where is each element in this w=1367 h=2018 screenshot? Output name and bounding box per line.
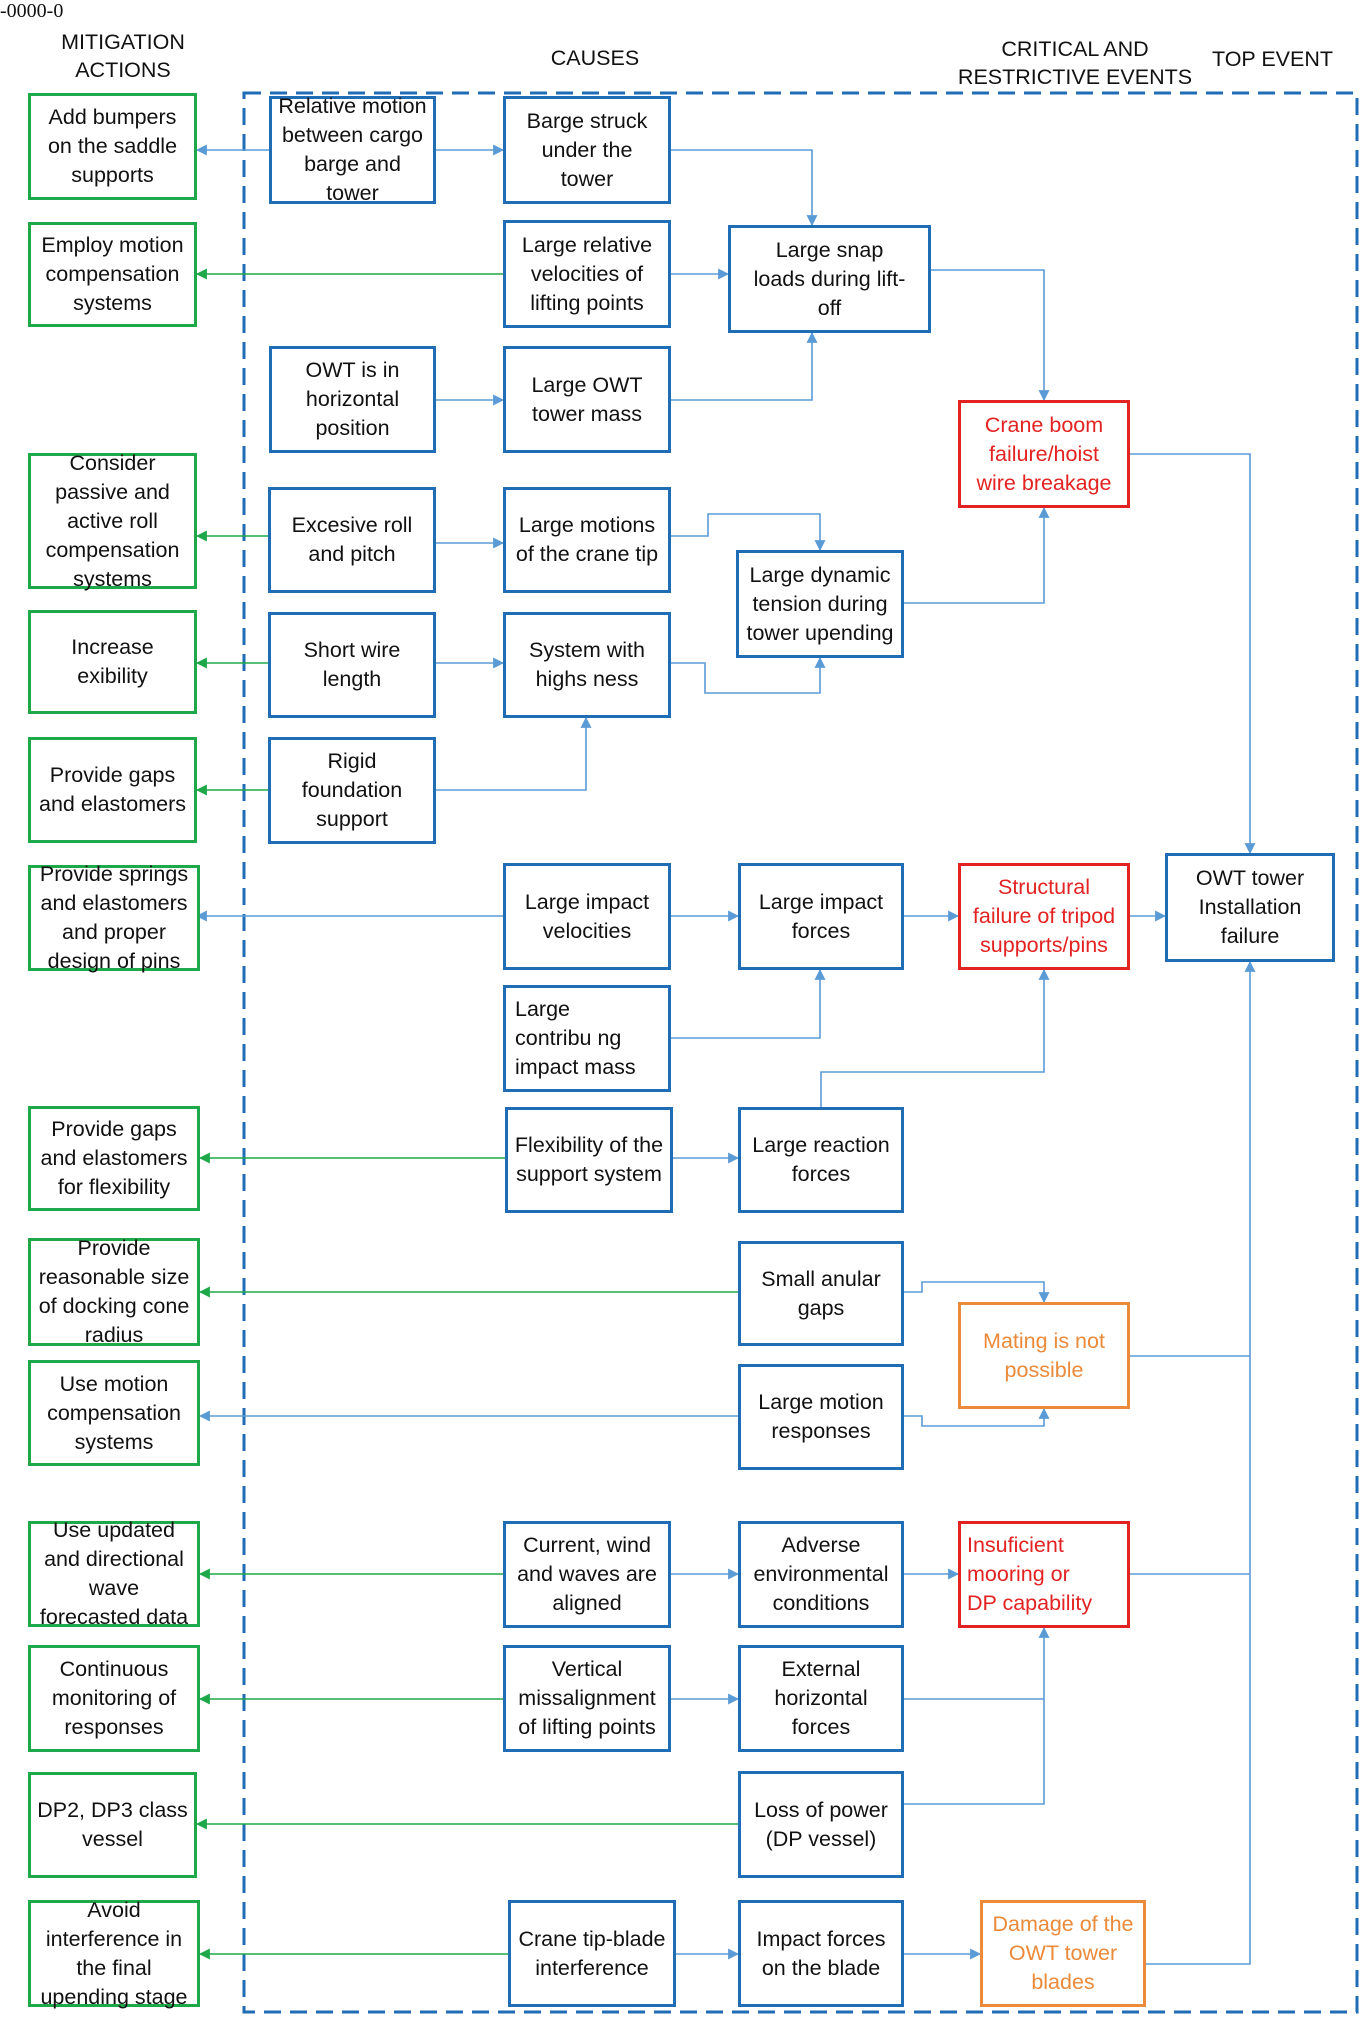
cause-loss-of-power: Loss of power (DP vessel) (738, 1771, 904, 1878)
cause-support-flexibility: Flexibility of the support system (505, 1107, 673, 1213)
cause-horizontal-position: OWT is in horizontal position (269, 346, 436, 453)
cause-impact-velocities: Large impact velocities (503, 863, 671, 970)
mitigation-monitoring: Continuous monitoring of responses (28, 1645, 200, 1752)
cause-vertical-misalignment: Vertical missalignment of lifting points (503, 1645, 671, 1752)
cause-relative-velocities: Large relative velocities of lifting poi… (503, 220, 671, 328)
link-c19-e3 (904, 1407, 1050, 1427)
cause-impact-mass: Large contribu ng impact mass (503, 985, 671, 1092)
mitigation-motion-compensation: Employ motion compensation systems (28, 222, 197, 327)
link-e1-top (1130, 453, 1256, 855)
link-e5-top (1146, 960, 1256, 1965)
event-insufficient-mooring: Insuficient mooring or DP capability (958, 1521, 1130, 1628)
link-c8-c9 (671, 513, 826, 552)
cause-crane-tip-motion: Large motions of the crane tip (503, 487, 671, 593)
link-c2-c4 (671, 149, 818, 227)
cause-high-stiffness: System with highs ness (503, 612, 671, 718)
link-c4-e1 (931, 269, 1050, 402)
link-c11-c9 (671, 656, 826, 694)
link-c12-c11 (436, 716, 592, 791)
cause-short-wire: Short wire length (268, 612, 436, 718)
system-boundary-frame (242, 91, 1359, 2014)
link-c24-e4 (904, 1699, 1045, 1805)
cause-small-gaps: Small anular gaps (738, 1241, 904, 1346)
cause-rigid-foundation: Rigid foundation support (268, 737, 436, 844)
cause-horizontal-forces: External horizontal forces (738, 1645, 904, 1752)
link-c6-c4 (671, 331, 818, 401)
cause-crane-blade-interference: Crane tip-blade interference (508, 1900, 676, 2007)
cause-impact-forces: Large impact forces (738, 863, 904, 970)
mitigation-motion-compensation-2: Use motion compensation systems (28, 1360, 200, 1466)
link-c23-e4 (904, 1626, 1050, 1700)
event-tripod-structural-failure: Structural failure of tripod supports/pi… (958, 863, 1130, 970)
cause-tower-mass: Large OWT tower mass (503, 346, 671, 453)
link-c15-c14 (671, 968, 826, 1039)
mitigation-docking-cone: Provide reasonable size of docking cone … (28, 1236, 200, 1347)
cause-adverse-conditions: Adverse environmental conditions (738, 1521, 904, 1628)
mitigation-gaps-flexibility: Provide gaps and elastomers for flexibil… (28, 1106, 200, 1211)
header-mitigation-actions: MITIGATION ACTIONS (61, 30, 185, 82)
mitigation-springs-pins: Provide springs and elastomers and prope… (28, 862, 200, 973)
cause-blade-impact-forces: Impact forces on the blade (738, 1900, 904, 2007)
mitigation-avoid-interference: Avoid interference in the final upending… (28, 1898, 200, 2009)
mitigation-dp-class-vessel: DP2, DP3 class vessel (28, 1772, 197, 1878)
mitigation-gaps-elastomers: Provide gaps and elastomers (28, 737, 197, 843)
mitigation-increase-flexibility: Increase exibility (28, 610, 197, 714)
cause-roll-pitch: Excesive roll and pitch (268, 487, 436, 593)
mitigation-roll-compensation: Consider passive and active roll compens… (28, 451, 197, 591)
cropped-corner-text: -0000-0 (0, 0, 64, 22)
cause-barge-struck: Barge struck under the tower (503, 96, 671, 204)
cause-dynamic-tension: Large dynamic tension during tower upend… (736, 550, 904, 658)
cause-snap-loads: Large snap loads during lift- off (728, 225, 931, 333)
header-causes: CAUSES (550, 46, 640, 70)
event-mating-not-possible: Mating is not possible (958, 1302, 1130, 1409)
cause-reaction-forces: Large reaction forces (738, 1107, 904, 1213)
event-crane-boom-failure: Crane boom failure/hoist wire breakage (958, 400, 1130, 508)
top-event-installation-failure: OWT tower Installation failure (1165, 853, 1335, 962)
header-critical-restrictive-events: CRITICAL AND RESTRICTIVE EVENTS (957, 37, 1193, 89)
event-blade-damage: Damage of the OWT tower blades (980, 1900, 1146, 2007)
link-c17-e2 (820, 968, 1050, 1107)
cause-aligned-environment: Current, wind and waves are aligned (503, 1521, 671, 1628)
link-c18-e3 (904, 1281, 1050, 1304)
header-top-event: TOP EVENT (1211, 47, 1334, 71)
cause-relative-motion: Relative motion between cargo barge and … (269, 94, 436, 205)
cause-motion-responses: Large motion responses (738, 1364, 904, 1470)
link-c9-e1 (904, 506, 1050, 604)
mitigation-add-bumpers: Add bumpers on the saddle supports (28, 93, 197, 200)
mitigation-forecast-data: Use updated and directional wave forecas… (28, 1518, 200, 1629)
